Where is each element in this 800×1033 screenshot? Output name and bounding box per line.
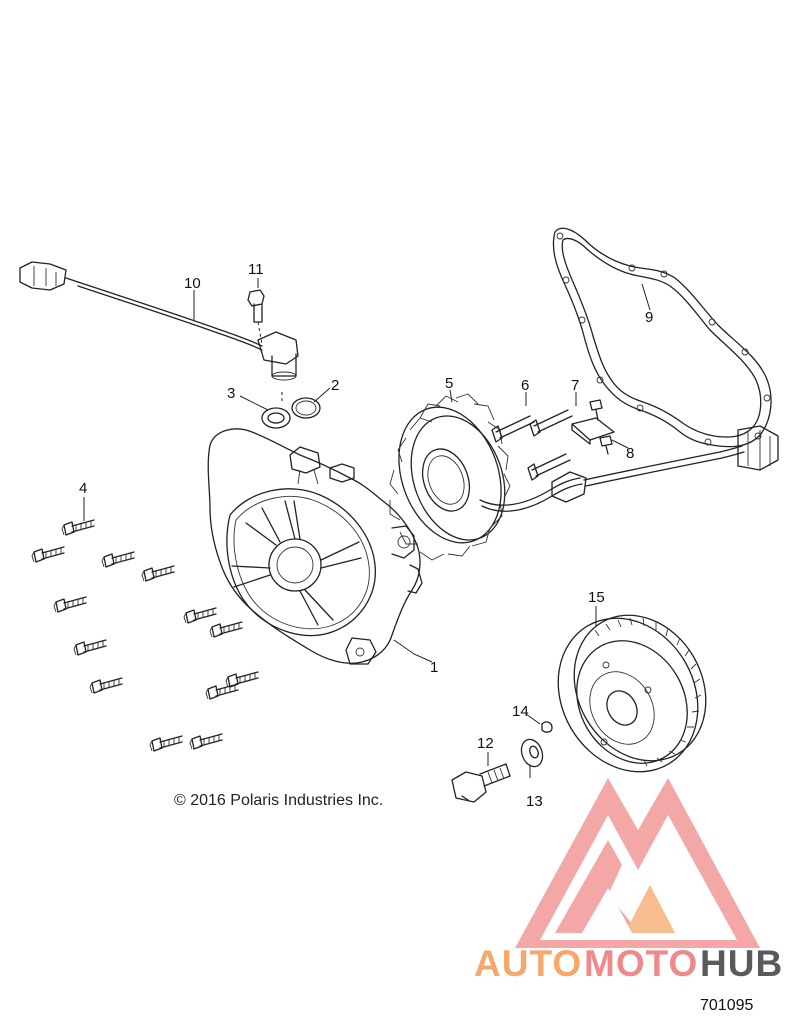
callout-7: 7 <box>571 377 579 394</box>
copyright-notice: © 2016 Polaris Industries Inc. <box>174 792 383 809</box>
callout-10: 10 <box>184 275 201 292</box>
watermark-text-hub: HUB <box>700 943 783 984</box>
part-speed-sensor <box>19 261 299 381</box>
callout-labels: 1 2 3 4 5 6 7 8 9 10 11 12 13 14 15 <box>79 261 653 810</box>
part-flywheel <box>557 614 707 773</box>
part-stator <box>389 393 779 561</box>
leader-lines <box>83 278 651 778</box>
callout-15: 15 <box>588 589 605 606</box>
part-stator-cover <box>207 428 423 665</box>
callout-9: 9 <box>645 309 653 326</box>
callout-1: 1 <box>430 659 438 676</box>
part-cover-gasket <box>552 227 772 448</box>
part-key <box>541 721 553 733</box>
part-sensor-screw <box>247 289 265 345</box>
part-washer <box>520 738 544 768</box>
callout-4: 4 <box>79 480 87 497</box>
part-seal <box>261 407 291 429</box>
callout-14: 14 <box>512 703 529 720</box>
callout-2: 2 <box>331 377 339 394</box>
callout-8: 8 <box>626 445 634 462</box>
part-stator-screws <box>491 409 573 481</box>
watermark-text-auto: AUTO <box>474 943 582 984</box>
document-number: 701095 <box>700 997 753 1014</box>
callout-13: 13 <box>526 793 543 810</box>
part-cover-bolts <box>31 519 259 752</box>
callout-12: 12 <box>477 735 494 752</box>
part-flywheel-bolt <box>451 763 511 803</box>
part-wire-clamp <box>571 399 615 455</box>
callout-6: 6 <box>521 377 529 394</box>
watermark-text: AUTO MOTO HUB <box>474 943 783 984</box>
watermark-logo <box>515 778 760 948</box>
callout-3: 3 <box>227 385 235 402</box>
callout-11: 11 <box>248 261 264 278</box>
watermark-text-moto: MOTO <box>584 943 698 984</box>
part-retaining-ring <box>291 397 321 419</box>
callout-5: 5 <box>445 375 453 392</box>
